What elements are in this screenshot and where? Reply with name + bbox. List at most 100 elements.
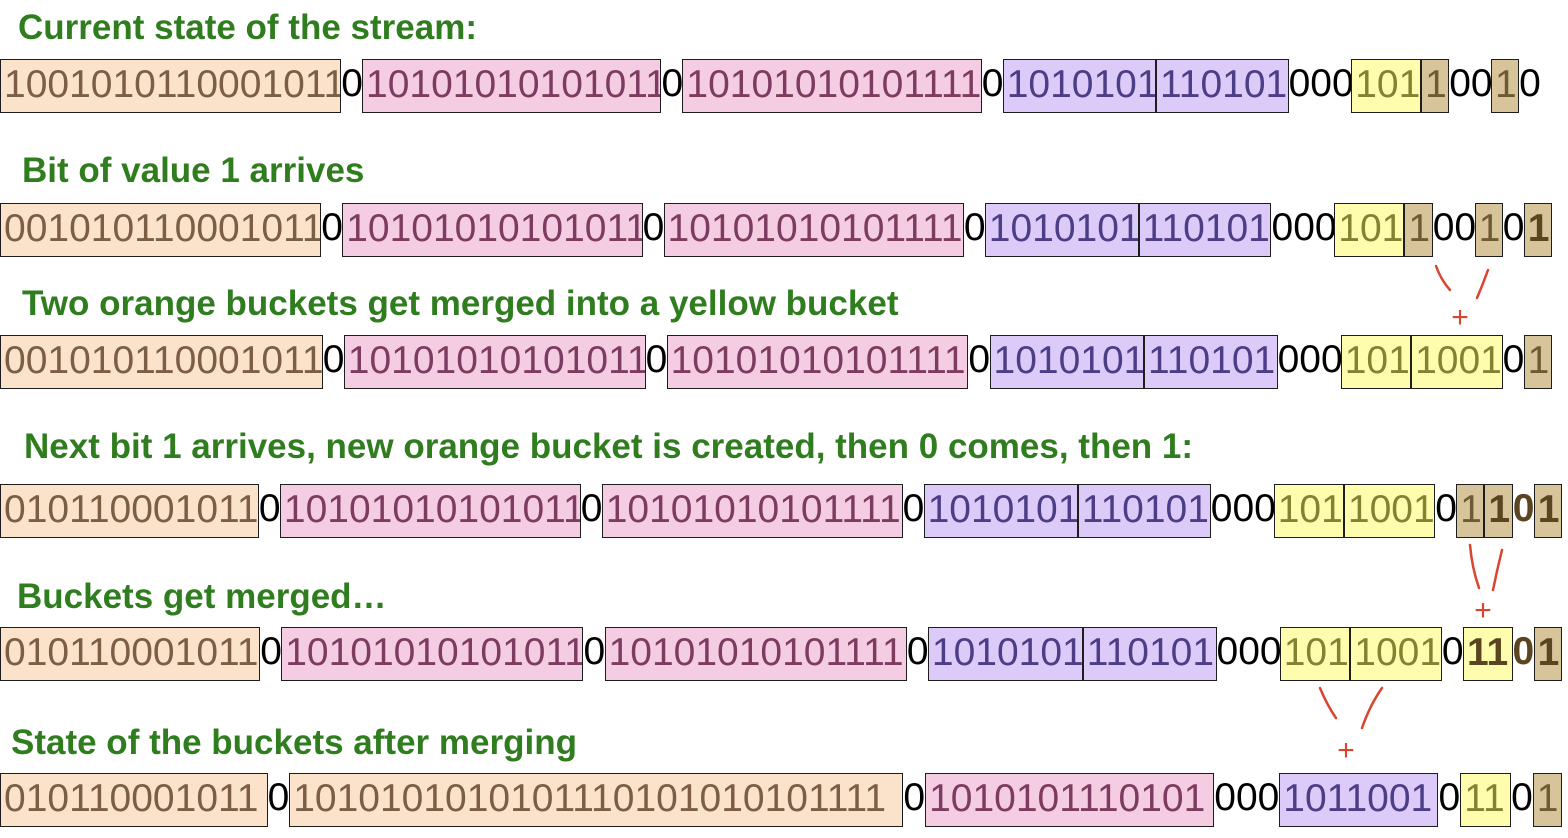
stream-gap-bits: 0	[1512, 487, 1534, 530]
yellow-bucket: 101	[1351, 59, 1422, 113]
orange-bucket: 010110001011	[0, 773, 268, 827]
caption-buckets-merged: Buckets get merged…	[17, 577, 387, 616]
stream-gap-bits: 0	[321, 206, 343, 249]
merge-mark-1	[1434, 264, 1490, 300]
stream-gap-bits: 0	[661, 62, 683, 105]
yellow-bucket: 101	[1334, 203, 1405, 257]
pink-bucket: 10101010101011	[362, 59, 662, 113]
purple-bucket: 110101	[1156, 59, 1289, 113]
stream-gap-bits: 000	[1277, 338, 1341, 381]
stream-gap-bits: 000	[1216, 630, 1280, 673]
tan-bucket: 1	[1404, 203, 1433, 257]
pink-bucket: 10101010101111	[663, 203, 964, 257]
caption-current-state: Current state of the stream:	[18, 8, 477, 47]
merge-plus-2: +	[1474, 594, 1492, 627]
merge-mark-2	[1468, 543, 1504, 592]
stream-gap-bits: 0	[258, 487, 280, 530]
stream-gap-bits: 0	[1502, 338, 1524, 381]
stream-gap-bits: 0	[1519, 62, 1540, 105]
tan-bucket: 1	[1523, 335, 1552, 389]
yellow-bucket: 101	[1279, 627, 1351, 681]
orange-bucket: 001010110001011	[0, 335, 323, 389]
stream-gap-bits: 0	[341, 62, 363, 105]
stream-gap-bits: 0	[645, 338, 667, 381]
pink-bucket: 1010101110101	[925, 773, 1215, 827]
pink-bucket: 10101010101111	[666, 335, 969, 389]
tan-bucket: 1	[1456, 484, 1485, 538]
stream-gap-bits: 0	[267, 776, 290, 819]
stream-gap-bits: 0	[906, 630, 928, 673]
purple-bucket: 1010101	[1002, 59, 1157, 113]
purple-bucket: 1010101	[923, 484, 1078, 538]
caption-bit-arrives: Bit of value 1 arrives	[22, 151, 365, 190]
yellow-bucket: 101	[1273, 484, 1344, 538]
orange-bucket: 1010101010101110101010101111	[289, 773, 904, 827]
tan-bucket: 1	[1533, 484, 1562, 538]
stream-gap-bits: 0	[580, 487, 602, 530]
orange-bucket: 1001010110001011	[0, 59, 342, 113]
pink-bucket: 10101010101011	[343, 335, 646, 389]
pink-bucket: 10101010101111	[601, 484, 903, 538]
stream-gap-bits: 000	[1288, 62, 1352, 105]
purple-bucket: 1010101	[984, 203, 1139, 257]
stream-gap-bits: 0	[1438, 776, 1461, 819]
pink-bucket: 10101010101011	[279, 484, 581, 538]
stream-gap-bits: 0	[1441, 630, 1463, 673]
stream-gap-bits: 0	[1511, 776, 1533, 819]
yellow-bucket: 11	[1460, 773, 1512, 827]
tan-bucket: 1	[1491, 59, 1520, 113]
purple-bucket: 110101	[1138, 203, 1272, 257]
yellow-bucket: 11	[1463, 627, 1513, 681]
stream-gap-bits: 000	[1271, 206, 1335, 249]
stream-gap-bits: 0	[902, 487, 924, 530]
purple-bucket: 110101	[1082, 627, 1217, 681]
caption-next-bits: Next bit 1 arrives, new orange bucket is…	[24, 427, 1194, 466]
purple-bucket: 1010101	[989, 335, 1145, 389]
stream-gap-bits: 0	[583, 630, 605, 673]
purple-bucket: 1010101	[927, 627, 1083, 681]
orange-bucket: 010110001011	[0, 627, 261, 681]
tan-bucket: 1	[1484, 484, 1513, 538]
purple-bucket: 110101	[1077, 484, 1211, 538]
stream-gap-bits: 0	[322, 338, 344, 381]
stream-gap-bits: 000	[1210, 487, 1274, 530]
stream-gap-bits: 0	[903, 776, 926, 819]
stream-gap-bits: 0	[642, 206, 664, 249]
purple-bucket: 1011001	[1279, 773, 1439, 827]
merge-plus-1: +	[1451, 301, 1469, 334]
tan-bucket: 1	[1421, 59, 1450, 113]
stream-gap-bits: 0	[981, 62, 1003, 105]
tan-bucket: 1	[1533, 627, 1562, 681]
yellow-bucket: 1001	[1411, 335, 1503, 389]
stream-gap-bits: 0	[1502, 206, 1524, 249]
pink-bucket: 10101010101011	[342, 203, 643, 257]
caption-after-merging: State of the buckets after merging	[11, 723, 577, 762]
tan-bucket: 1	[1523, 203, 1552, 257]
merge-plus-3: +	[1337, 734, 1355, 767]
pink-bucket: 10101010101111	[604, 627, 907, 681]
yellow-bucket: 1001	[1350, 627, 1442, 681]
stream-gap-bits: 0	[260, 630, 282, 673]
stream-gap-bits: 0	[1512, 630, 1534, 673]
orange-bucket: 001010110001011	[0, 203, 322, 257]
tan-bucket: 1	[1474, 203, 1503, 257]
purple-bucket: 110101	[1144, 335, 1278, 389]
pink-bucket: 10101010101011	[281, 627, 584, 681]
yellow-bucket: 101	[1340, 335, 1412, 389]
orange-bucket: 010110001011	[0, 484, 259, 538]
stream-gap-bits: 0	[1435, 487, 1457, 530]
stream-gap-bits: 00	[1449, 62, 1491, 105]
stream-gap-bits: 00	[1432, 206, 1475, 249]
stream-gap-bits: 0	[963, 206, 985, 249]
stream-gap-bits: 0	[968, 338, 990, 381]
yellow-bucket: 1001	[1343, 484, 1436, 538]
caption-orange-merged: Two orange buckets get merged into a yel…	[22, 284, 899, 323]
merge-mark-3	[1318, 686, 1384, 730]
